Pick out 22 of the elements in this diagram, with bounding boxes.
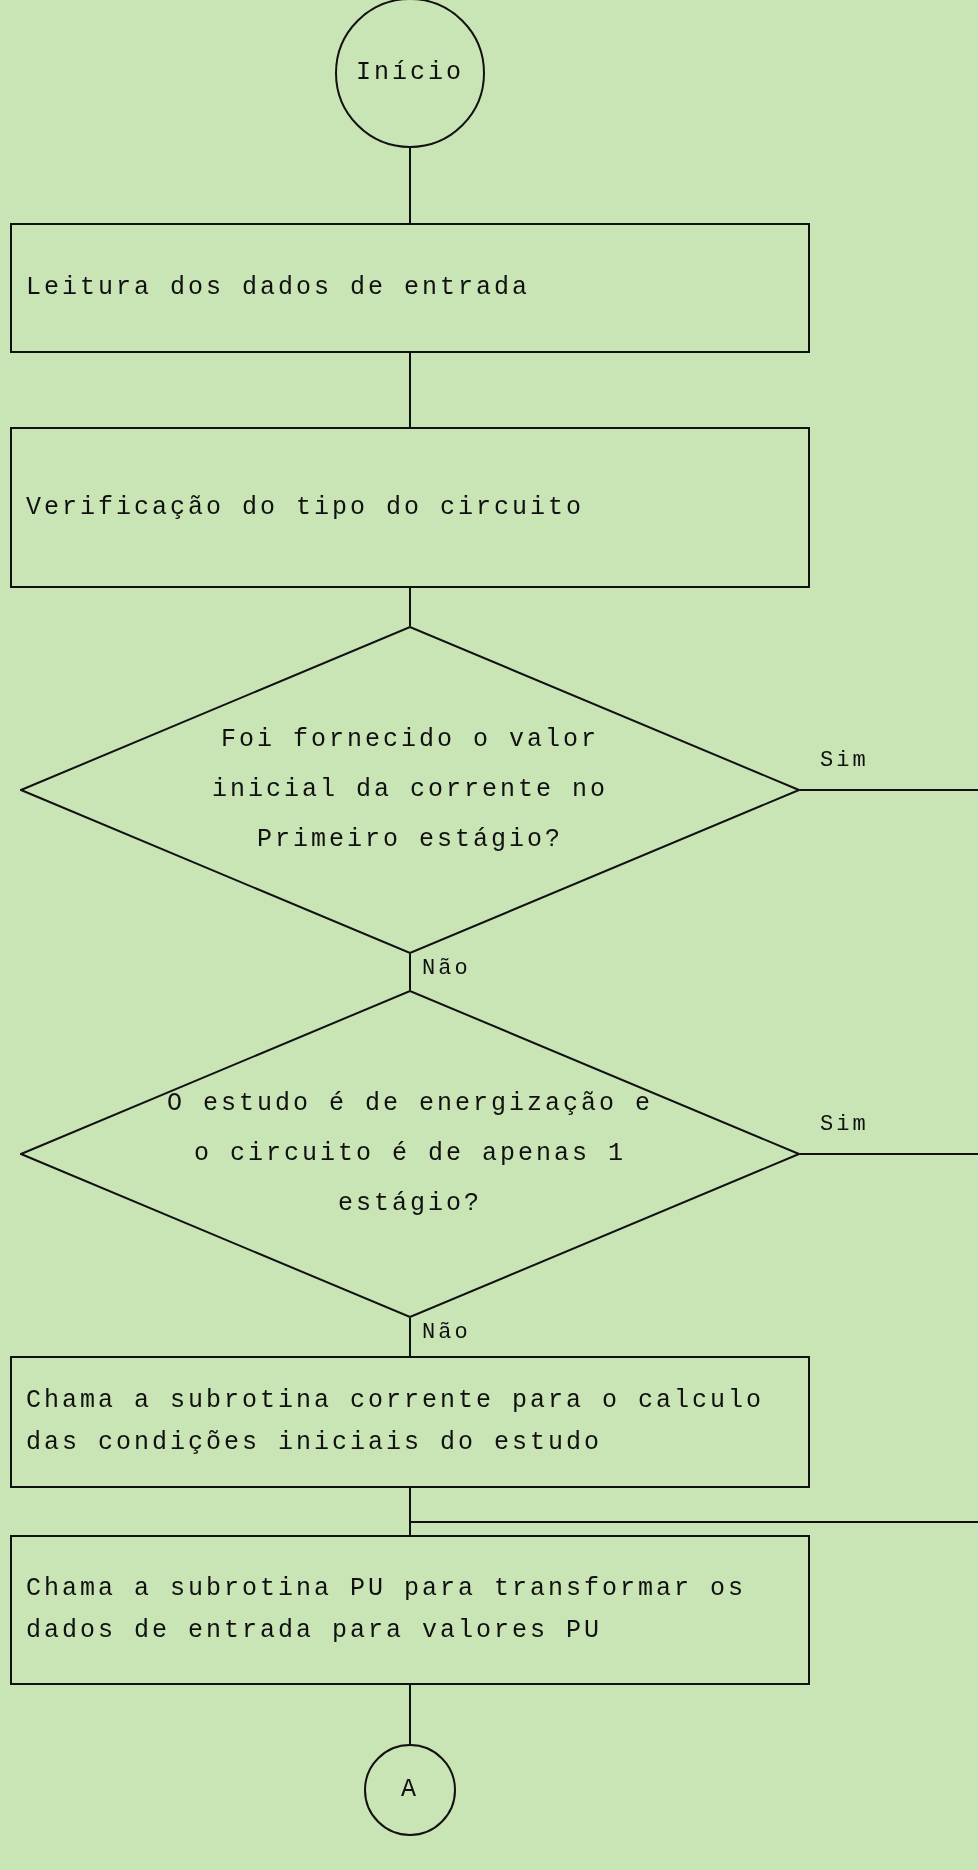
connector-line [409, 1317, 411, 1357]
node-text: Leitura dos dados de entrada [26, 272, 531, 304]
connector-line [409, 953, 411, 991]
connector-line [409, 147, 411, 224]
process-box [10, 223, 810, 353]
process-box [10, 1535, 810, 1685]
connector-line [409, 352, 411, 428]
connector-line [409, 587, 411, 627]
node-text: O estudo é de energização e o circuito é de apenas 1 estágio? [165, 1088, 655, 1220]
process-box [10, 1356, 810, 1488]
connector-line [799, 789, 978, 791]
connector-circle [364, 1744, 456, 1836]
connector-line [799, 1153, 978, 1155]
node-text: Chama a subrotina corrente para o calculo das condições iniciais do estudo [26, 1385, 766, 1459]
process-box [10, 427, 810, 588]
terminal-circle [335, 0, 485, 148]
node-text: Verificação do tipo do circuito [26, 491, 585, 524]
node-text: A [401, 1774, 419, 1806]
node-text: Início [356, 57, 464, 89]
node-text: Chama a subrotina PU para transformar os dados de entrada para valores PU [26, 1573, 748, 1647]
connector-line [409, 1684, 411, 1745]
node-text: Foi fornecido o valor inicial da corrente no Primeiro estágio? [210, 724, 610, 856]
